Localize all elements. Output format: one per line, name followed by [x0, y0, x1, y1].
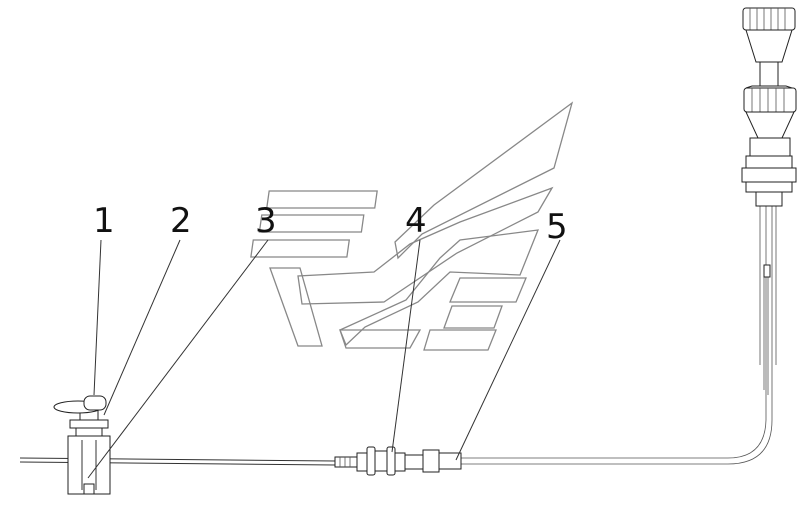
- callout-3: 3: [255, 201, 277, 241]
- control-knob-assembly: [741, 7, 797, 207]
- callout-5: 5: [546, 207, 568, 247]
- leader-lines: [87, 239, 561, 479]
- callout-4: 4: [405, 201, 427, 241]
- cable: [19, 180, 777, 466]
- callout-1: 1: [93, 201, 115, 241]
- end-fitting-left: [53, 395, 111, 495]
- callout-2: 2: [170, 201, 192, 241]
- threaded-fitting: [334, 446, 462, 476]
- watermark-logo: [250, 101, 574, 351]
